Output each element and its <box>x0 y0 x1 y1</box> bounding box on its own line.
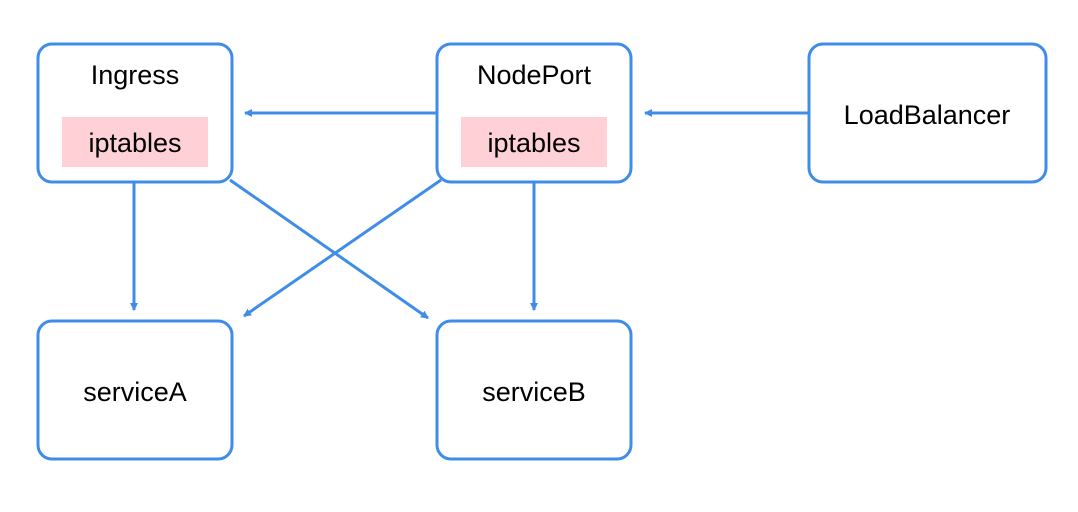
nodeport-node: NodePort iptables <box>435 42 633 184</box>
loadbalancer-node: LoadBalancer <box>807 42 1048 184</box>
serviceB-node: serviceB <box>435 319 633 461</box>
ingress-iptables-label: iptables <box>88 128 181 158</box>
edge-ingress-to-serviceB <box>229 178 429 320</box>
edge-nodeport-to-serviceA <box>243 178 442 318</box>
ingress-node: Ingress iptables <box>36 42 234 184</box>
edges <box>130 109 808 320</box>
nodeport-iptables-tag: iptables <box>461 117 607 167</box>
serviceA-node: serviceA <box>36 319 234 461</box>
serviceA-label: serviceA <box>83 377 187 407</box>
serviceB-label: serviceB <box>482 377 586 407</box>
ingress-iptables-tag: iptables <box>62 117 208 167</box>
loadbalancer-label: LoadBalancer <box>844 100 1011 130</box>
nodeport-label: NodePort <box>477 60 592 90</box>
nodeport-iptables-label: iptables <box>487 128 580 158</box>
ingress-label: Ingress <box>91 60 180 90</box>
